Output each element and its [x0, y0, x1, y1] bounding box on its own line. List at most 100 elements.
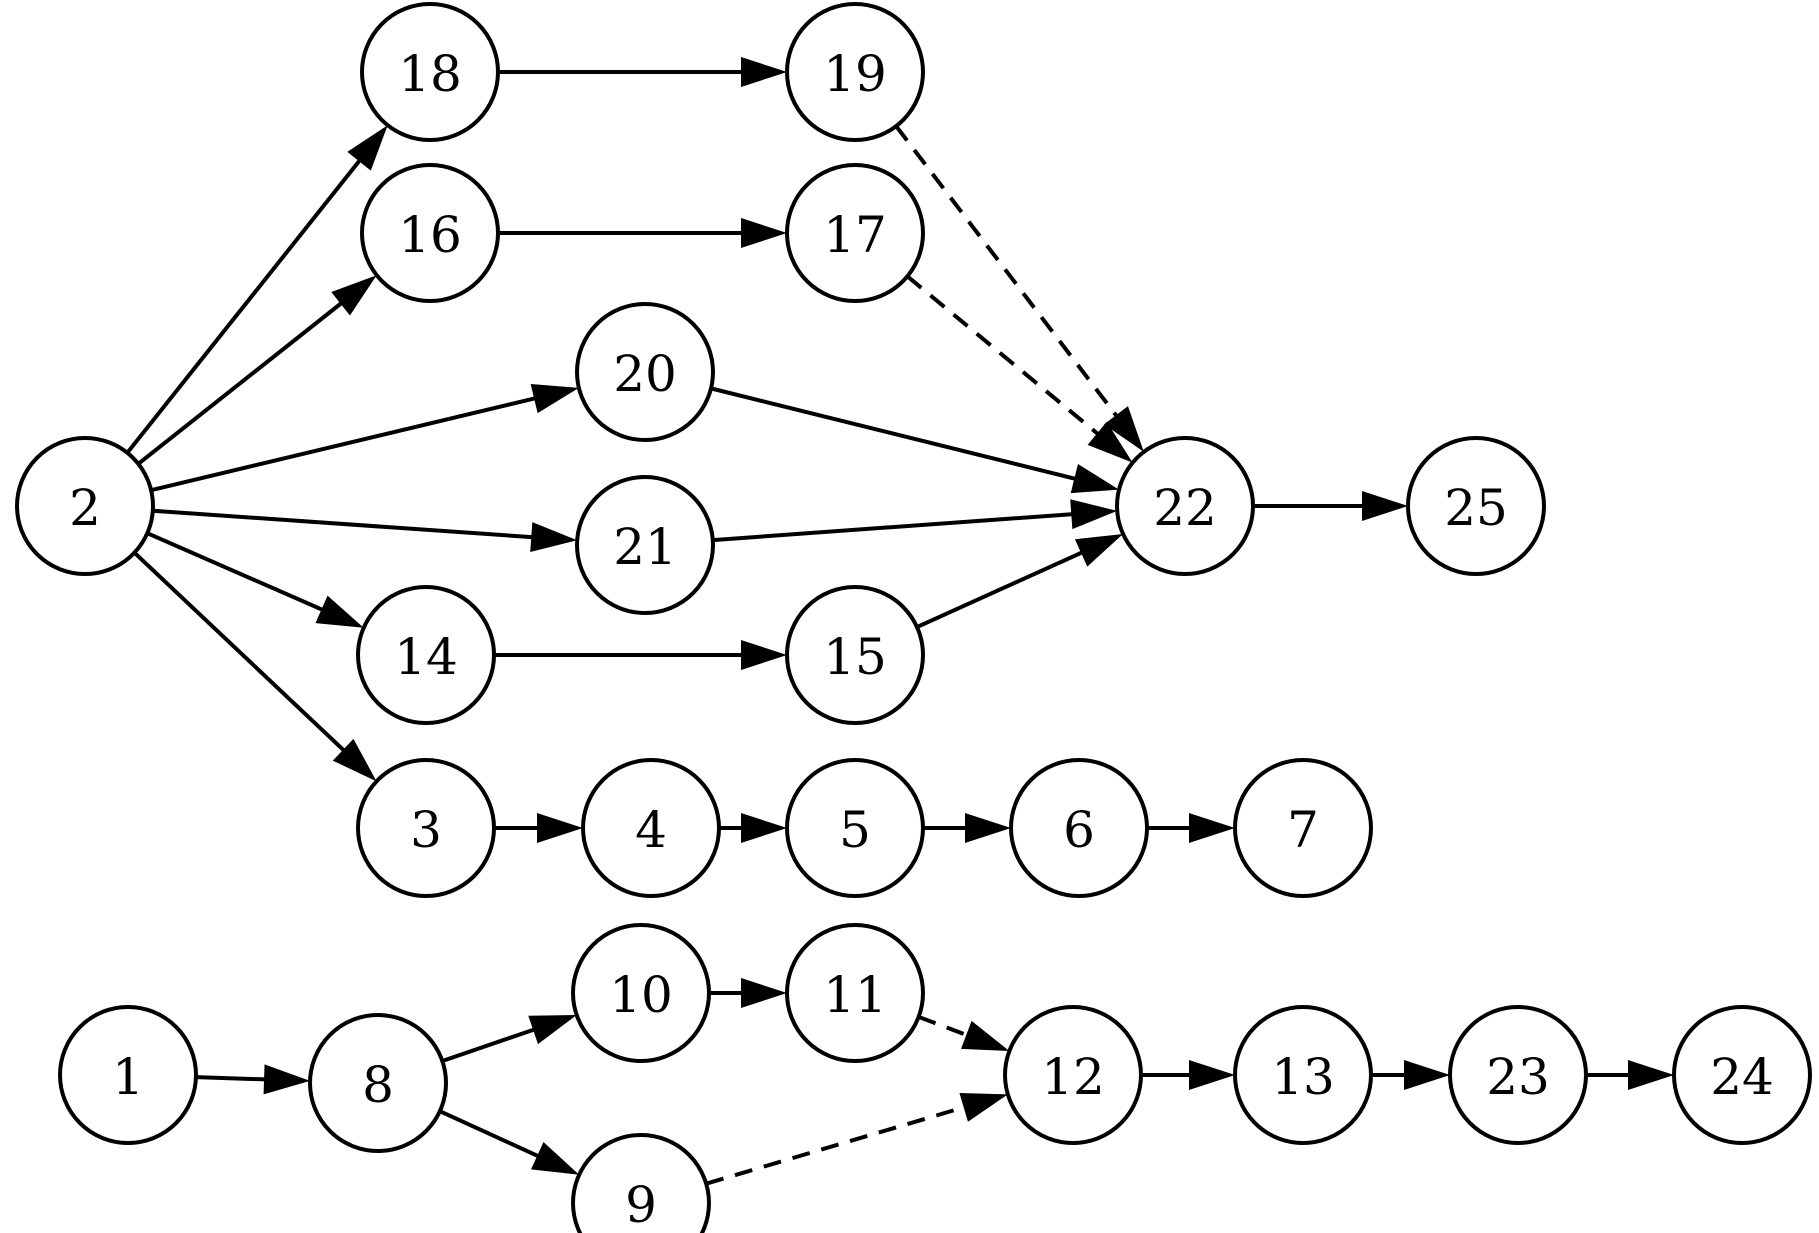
edge-10-11 — [709, 978, 787, 1008]
node-circle — [571, 1133, 711, 1233]
edge-15-22 — [916, 533, 1124, 629]
arrowhead — [741, 813, 787, 843]
node-15: 15 — [785, 585, 925, 725]
node-label: 18 — [398, 45, 462, 103]
node-label: 15 — [823, 628, 887, 686]
edge-2-21 — [152, 508, 578, 553]
node-14: 14 — [356, 585, 496, 725]
node-circle — [1115, 436, 1255, 576]
edge-23-24 — [1586, 1060, 1674, 1090]
node-label: 4 — [635, 801, 667, 859]
node-circle — [15, 436, 155, 576]
edge-line — [917, 1015, 969, 1038]
node-circle — [58, 1005, 198, 1145]
node-circle — [1233, 758, 1373, 898]
edge-17-22 — [906, 274, 1133, 463]
edge-8-9 — [439, 1109, 580, 1175]
edge-line — [439, 1109, 540, 1159]
node-18: 18 — [360, 2, 500, 142]
edge-line — [195, 1075, 267, 1082]
edge-line — [712, 512, 1074, 543]
edge-4-5 — [719, 813, 787, 843]
node-12: 12 — [1003, 1005, 1143, 1145]
edges-layer — [125, 57, 1674, 1186]
arrowhead — [741, 218, 787, 248]
node-circle — [1448, 1005, 1588, 1145]
node-13: 13 — [1233, 1005, 1373, 1145]
edge-9-12 — [705, 1093, 1008, 1186]
node-label: 8 — [362, 1056, 394, 1114]
arrowhead — [531, 1142, 580, 1175]
node-label: 6 — [1063, 801, 1095, 859]
node-6: 6 — [1009, 758, 1149, 898]
edge-2-14 — [146, 531, 364, 628]
edge-line — [705, 1104, 967, 1186]
edge-line — [710, 386, 1077, 481]
edge-1-8 — [195, 1064, 311, 1095]
node-16: 16 — [360, 163, 500, 303]
edge-line — [441, 1027, 536, 1063]
edge-line — [152, 508, 534, 540]
arrowhead — [1189, 1060, 1235, 1090]
edge-20-22 — [710, 386, 1120, 494]
arrowhead — [1628, 1060, 1674, 1090]
node-circle — [308, 1013, 448, 1153]
arrowhead — [1074, 533, 1124, 567]
node-label: 1 — [112, 1048, 144, 1106]
node-10: 10 — [571, 923, 711, 1063]
edge-12-13 — [1141, 1060, 1235, 1090]
node-23: 23 — [1448, 1005, 1588, 1145]
node-2: 2 — [15, 436, 155, 576]
node-17: 17 — [785, 163, 925, 303]
node-label: 22 — [1153, 479, 1217, 537]
node-circle — [581, 758, 721, 898]
edge-5-6 — [923, 813, 1011, 843]
arrowhead — [331, 275, 377, 316]
edge-line — [906, 274, 1100, 437]
node-circle — [1009, 758, 1149, 898]
node-label: 9 — [625, 1176, 657, 1233]
edge-line — [125, 158, 362, 455]
arrowhead — [741, 640, 787, 670]
edge-14-15 — [494, 640, 787, 670]
arrowhead — [1070, 463, 1120, 494]
edge-16-17 — [498, 218, 787, 248]
edge-6-7 — [1147, 813, 1235, 843]
arrowhead — [332, 738, 377, 782]
arrowhead — [1189, 813, 1235, 843]
arrowhead — [961, 1020, 1010, 1052]
edge-line — [146, 531, 325, 612]
node-25: 25 — [1406, 436, 1546, 576]
node-label: 16 — [398, 206, 462, 264]
node-4: 4 — [581, 758, 721, 898]
edge-3-4 — [494, 813, 583, 843]
arrowhead — [741, 57, 787, 87]
arrowhead — [965, 813, 1011, 843]
edge-line — [894, 124, 1119, 419]
node-24: 24 — [1672, 1005, 1812, 1145]
edge-13-23 — [1371, 1060, 1450, 1090]
arrowhead — [1087, 421, 1133, 463]
arrowhead — [263, 1064, 311, 1095]
node-label: 20 — [613, 345, 677, 403]
node-label: 13 — [1271, 1048, 1335, 1106]
arrowhead — [741, 978, 787, 1008]
node-circle — [575, 302, 715, 442]
node-label: 14 — [394, 628, 458, 686]
node-label: 23 — [1486, 1048, 1550, 1106]
node-circle — [1233, 1005, 1373, 1145]
edge-2-20 — [150, 383, 579, 493]
node-label: 2 — [69, 479, 101, 537]
node-circle — [785, 758, 925, 898]
node-label: 7 — [1287, 801, 1319, 859]
node-circle — [360, 2, 500, 142]
node-21: 21 — [575, 475, 715, 615]
arrowhead — [537, 813, 583, 843]
arrowhead — [1362, 491, 1408, 521]
arrowhead — [959, 1093, 1008, 1122]
node-1: 1 — [58, 1005, 198, 1145]
arrowhead — [347, 125, 388, 171]
arrowhead — [530, 522, 578, 553]
node-circle — [356, 585, 496, 725]
